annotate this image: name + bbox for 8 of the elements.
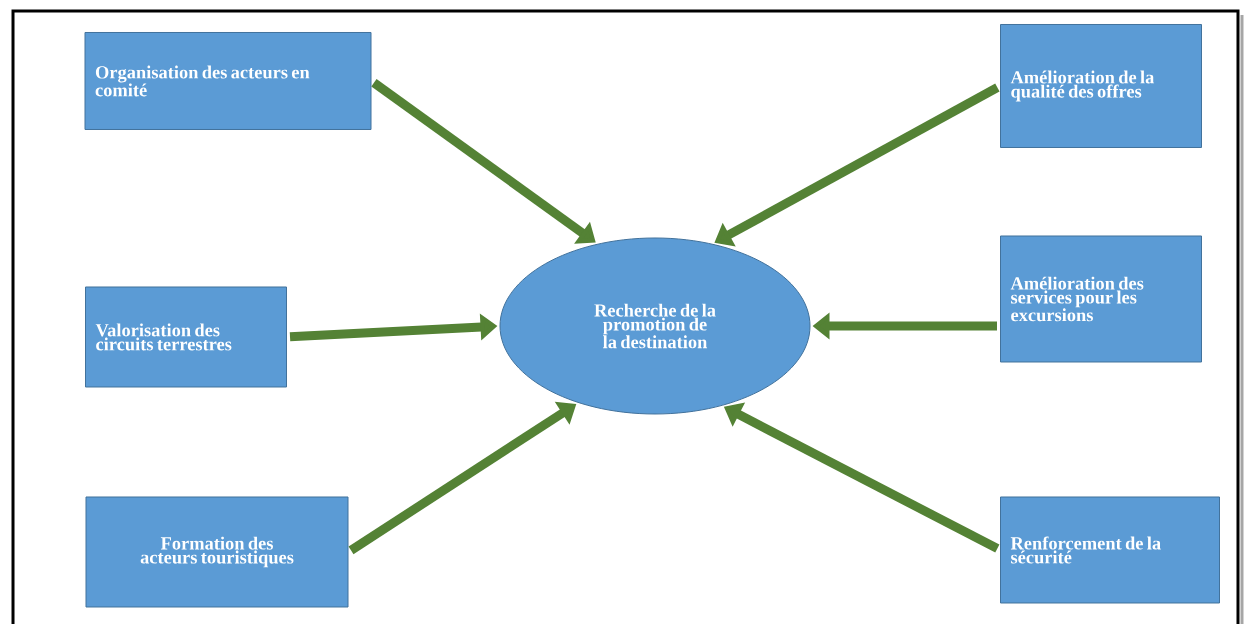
ellipse-node: Recherche de la promotion de la destination <box>499 237 811 415</box>
process-box: Organisation des acteurs en comité <box>84 32 372 130</box>
process-box: Valorisation des circuits terrestres <box>85 286 287 388</box>
process-box: Formation des acteurs touristiques <box>85 496 349 608</box>
process-box: Renforcement de la sécurité <box>1000 496 1220 604</box>
process-box: Amélioration des services pour les excursions <box>1000 235 1202 363</box>
arrow <box>371 79 596 244</box>
process-box: Amélioration de la qualité des offres <box>1000 24 1202 148</box>
